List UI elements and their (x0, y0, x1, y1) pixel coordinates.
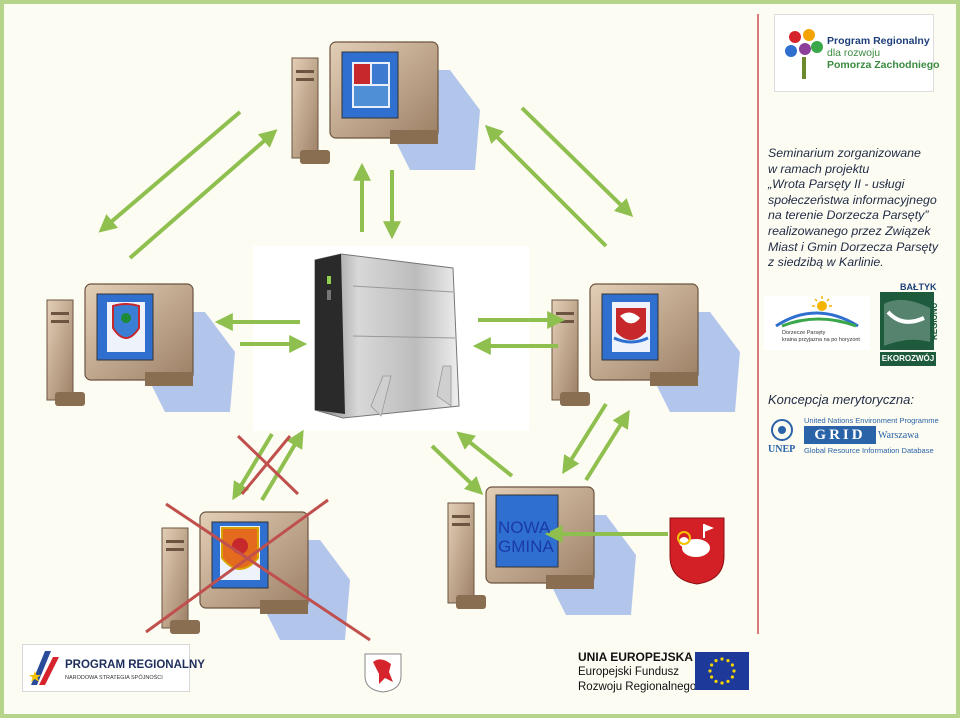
computer-right (551, 283, 740, 412)
arrow (520, 106, 634, 218)
eu-star (714, 679, 718, 683)
seminar-line: Seminarium zorganizowane (768, 146, 921, 160)
vertical-divider (757, 14, 759, 634)
koncepcja-label: Koncepcja merytoryczna: (768, 392, 914, 407)
regionu-label: REGIONU (930, 302, 939, 340)
eu-star (726, 659, 730, 663)
seminar-line: społeczeństwa informacyjnego (768, 192, 937, 207)
lamb-coat-of-arms (669, 517, 725, 585)
eu-star (720, 681, 724, 685)
arrow (98, 110, 242, 233)
new-commune-label: NOWA GMINA (498, 518, 554, 556)
baltyk-map-icon (880, 292, 934, 350)
ue-title: UNIA EUROPEJSKA (578, 650, 693, 664)
eu-star (730, 663, 734, 667)
ekorozwoj-label: EKOROZWÓJ (880, 352, 936, 366)
server (253, 246, 529, 431)
arrow (584, 409, 630, 482)
arrow (128, 129, 278, 260)
program-regionalny-footer-logo: PROGRAM REGIONALNY NARODOWA STRATEGIA SP… (22, 644, 205, 692)
unep-label: UNEP (768, 444, 796, 455)
narodowa-strategia-label: NARODOWA STRATEGIA SPÓJNOŚCI (65, 675, 163, 681)
arrow (456, 431, 514, 478)
seminar-line: Miast i Gmin Dorzecza Parsęty (768, 239, 939, 254)
network-diagram (46, 41, 740, 642)
computer-bottom-left (161, 511, 350, 640)
eu-star (708, 669, 712, 673)
tree-icon (785, 29, 823, 79)
program-regionalny-label: PROGRAM REGIONALNY (65, 659, 205, 671)
new-commune-line2: GMINA (498, 537, 554, 556)
cross-marks (145, 434, 371, 642)
eu-star (714, 659, 718, 663)
computer-top (291, 41, 480, 170)
baltyk-ekorozwoj-logo: BAŁTYK REGIONU EKOROZWÓJ (878, 282, 942, 366)
seminar-line: z siedzibą w Karlinie. (768, 255, 884, 270)
griffin-coat-of-arms (364, 653, 402, 693)
dorzecze-line2: kraina przyjazna na po horyzont (782, 337, 860, 343)
arrow (562, 402, 608, 475)
eu-star (726, 679, 730, 683)
seminar-line: na terenie Dorzecza Parsęty” (768, 208, 929, 223)
eu-star (732, 669, 736, 673)
ue-line3: Rozwoju Regionalnego (578, 681, 697, 693)
eu-star (710, 675, 714, 679)
nss-emblem-icon (29, 651, 59, 685)
program-logo-line3: Pomorza Zachodniego (827, 59, 940, 71)
program-regionalny-logo: Program Regionalny dla rozwoju Pomorza Z… (774, 14, 940, 92)
ue-line2: Europejski Fundusz (578, 666, 679, 678)
un-emblem-icon (771, 419, 793, 441)
program-logo-line1: Program Regionalny (827, 35, 930, 47)
eu-star (720, 657, 724, 661)
computer-left (46, 283, 235, 412)
program-logo-line2: dla rozwoju (827, 47, 881, 59)
grid-label: GRID (804, 426, 876, 444)
arrows (98, 106, 668, 543)
seminar-line: w ramach projektu (768, 161, 870, 176)
computer-bottom-right (447, 486, 636, 615)
arrow (260, 429, 304, 502)
dorzecze-parsety-logo: Dorzecze Parsęty kraina przyjazna na po … (764, 296, 870, 350)
arrow (232, 432, 274, 501)
unep-line1: United Nations Environment Programme (804, 416, 939, 425)
dorzecze-line1: Dorzecze Parsęty (782, 330, 826, 336)
arrow (430, 444, 484, 495)
seminar-description: Seminarium zorganizowane w ramach projek… (768, 146, 958, 271)
eu-flag-icon (695, 652, 749, 690)
warszawa-label: Warszawa (878, 430, 919, 441)
unep-grid-logo: UNEP United Nations Environment Programm… (766, 416, 940, 458)
baltyk-label: BAŁTYK (900, 282, 937, 292)
seminar-line: realizowanego przez Związek (768, 223, 931, 238)
sun-hills-icon (775, 296, 859, 328)
unep-line3: Global Resource Information Database (804, 446, 934, 455)
seminar-line: „Wrota Parsęty II - usługi (768, 177, 905, 192)
eu-star (710, 663, 714, 667)
ue-text-block: UNIA EUROPEJSKA Europejski Fundusz Rozwo… (578, 650, 696, 695)
new-commune-line1: NOWA (498, 518, 551, 537)
eu-star (730, 675, 734, 679)
arrow (484, 124, 608, 248)
